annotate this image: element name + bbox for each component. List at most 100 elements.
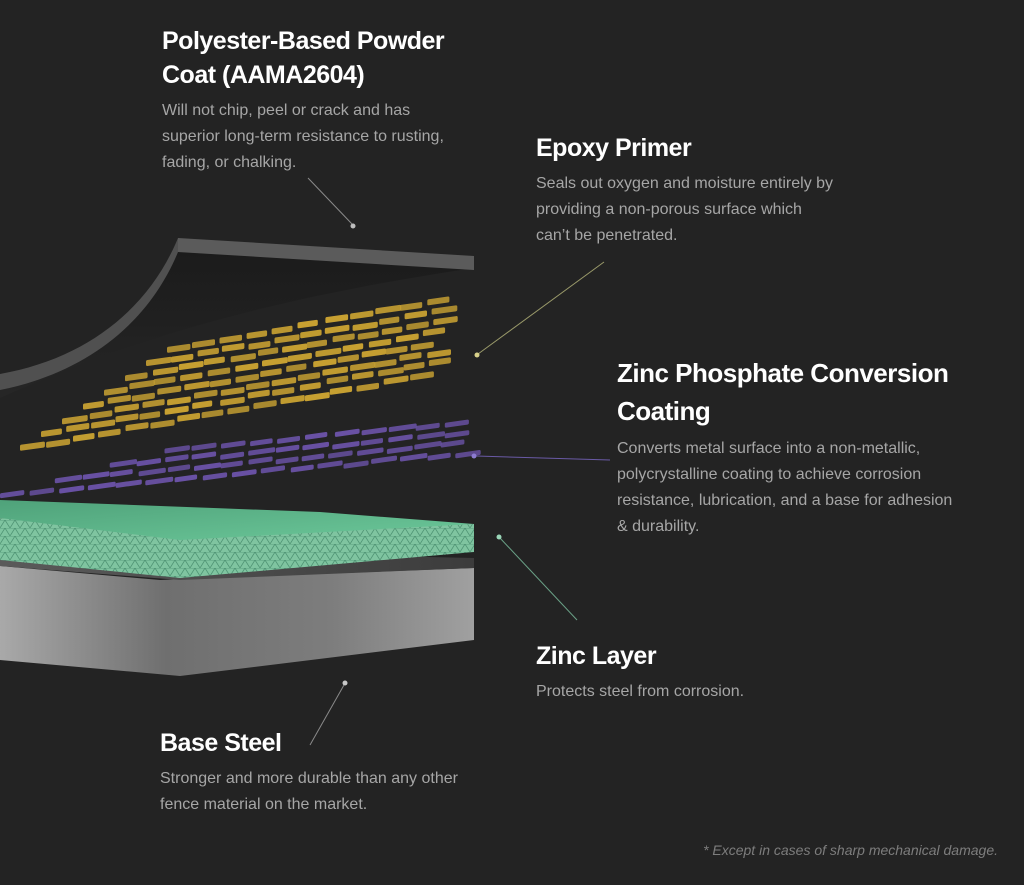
flake	[350, 361, 376, 372]
flake	[174, 474, 198, 483]
flake	[109, 469, 133, 477]
flake	[131, 392, 155, 402]
flake	[83, 400, 104, 410]
flake	[221, 440, 246, 449]
flake	[286, 363, 307, 372]
flake	[371, 455, 398, 464]
zinc-phosphate-flakes	[20, 296, 458, 451]
base-steel-title: Base Steel	[160, 729, 282, 757]
zinc-phosphate-leader	[475, 455, 611, 461]
flake	[334, 428, 360, 437]
flake	[428, 357, 451, 367]
flake	[253, 400, 277, 409]
flake	[180, 372, 203, 382]
flake	[360, 438, 383, 446]
flake	[396, 333, 419, 343]
flake	[59, 485, 85, 494]
flake	[191, 451, 217, 460]
flake	[385, 345, 408, 355]
flake	[0, 490, 25, 499]
epoxy-flakes	[0, 419, 481, 499]
flake	[388, 434, 413, 443]
epoxy-primer-description: Seals out oxygen and moisture entirely b…	[536, 175, 834, 244]
zinc-layer-title: Zinc Layer	[536, 642, 657, 670]
flake	[400, 453, 428, 462]
flake	[337, 354, 359, 363]
flake	[342, 343, 364, 352]
flake	[422, 327, 446, 337]
flake	[315, 347, 342, 357]
flake	[115, 479, 142, 488]
flake	[325, 314, 349, 324]
flake	[197, 347, 219, 357]
powder-coat-leader	[307, 177, 353, 225]
flake	[250, 438, 273, 447]
flake	[194, 462, 221, 471]
zinc-phosphate-dot	[471, 453, 477, 459]
flake	[427, 349, 451, 359]
flake	[107, 394, 131, 404]
flake	[209, 378, 231, 388]
zinc-layer-description: Protects steel from corrosion.	[536, 683, 745, 700]
zinc-layer-slab	[0, 500, 474, 578]
flake	[29, 487, 55, 496]
flake	[235, 373, 259, 383]
flake	[378, 367, 404, 377]
flake	[302, 441, 329, 451]
flake	[324, 324, 350, 334]
flake	[157, 385, 182, 395]
flake	[230, 353, 256, 363]
flake	[177, 412, 201, 422]
flake	[227, 405, 250, 415]
flake	[275, 444, 300, 453]
flake	[248, 456, 273, 465]
flake	[153, 376, 176, 386]
flake	[361, 348, 387, 358]
flake	[352, 371, 374, 380]
flake	[433, 316, 458, 326]
flake	[125, 372, 148, 382]
flake	[184, 381, 210, 391]
flake	[304, 392, 330, 402]
flake	[54, 474, 82, 484]
flake	[139, 411, 161, 420]
flake	[115, 413, 139, 423]
flake	[202, 472, 228, 481]
flake	[368, 338, 392, 348]
flake	[410, 341, 434, 351]
flake	[142, 399, 165, 408]
flake	[404, 310, 428, 320]
powder-coat-dot	[350, 223, 356, 229]
epoxy-primer-leader	[477, 261, 605, 355]
flake	[260, 368, 282, 378]
flake	[350, 310, 374, 320]
flake	[153, 366, 179, 376]
flake	[357, 447, 384, 456]
flake	[431, 305, 458, 315]
flake	[145, 476, 174, 486]
epoxy-primer-label: Epoxy Primer Seals out oxygen and moistu…	[536, 131, 836, 249]
base-steel-label: Base Steel Stronger and more durable tha…	[160, 726, 480, 818]
flake	[136, 458, 162, 467]
flake	[73, 433, 95, 442]
flake	[326, 375, 349, 385]
flake	[170, 353, 194, 363]
flake	[91, 419, 116, 429]
flake	[332, 441, 360, 450]
flake	[444, 430, 470, 439]
flake	[87, 481, 116, 491]
flake	[282, 343, 308, 353]
flake	[248, 447, 276, 456]
flake	[297, 319, 318, 329]
flake	[287, 352, 312, 362]
flake	[167, 464, 191, 473]
flake	[246, 330, 268, 339]
flake	[231, 469, 257, 478]
flake	[379, 316, 400, 325]
flake	[328, 450, 353, 459]
flake	[167, 396, 191, 406]
flake	[300, 329, 322, 339]
powder-coat-description: Will not chip, peel or crack and has sup…	[162, 102, 444, 171]
flake	[381, 326, 403, 335]
